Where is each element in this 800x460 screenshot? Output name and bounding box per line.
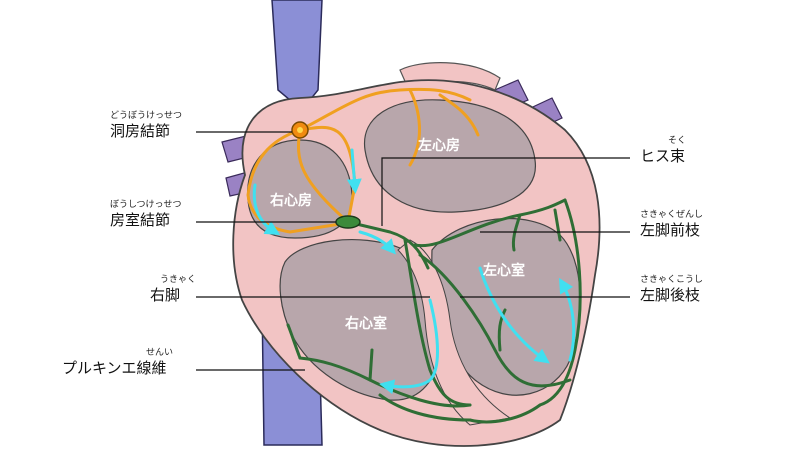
right-atrium-label: 右心房 [269, 192, 312, 209]
sa-node-callout: どうぼうけっせつ 洞房結節 [110, 112, 182, 139]
sa-node-text: 洞房結節 [110, 122, 171, 140]
his-bundle-text: ヒス束 [640, 147, 686, 165]
right-ventricle-label: 右心室 [344, 315, 387, 332]
right-bundle-callout: うきゃく 右脚 [150, 276, 196, 303]
leader-lines [196, 131, 630, 371]
av-node-text: 房室結節 [110, 211, 171, 229]
right-bundle-text: 右脚 [150, 286, 181, 304]
his-bundle-callout: そく ヒス束 [640, 137, 686, 164]
left-posterior-text: 左脚後枝 [640, 286, 701, 304]
left-anterior-ruby: さきゃくぜんし [640, 210, 704, 220]
conduction-system [286, 198, 582, 424]
vena-cava [271, 0, 323, 112]
left-anterior-callout: さきゃくぜんし 左脚前枝 [640, 211, 703, 238]
av-node [335, 215, 361, 229]
sa-node-core [297, 127, 303, 133]
left-ventricle-label: 左心室 [482, 262, 525, 279]
purkinje-callout: せんい プルキンエ線維 [62, 349, 173, 376]
purkinje-text: プルキンエ線維 [62, 359, 167, 377]
left-posterior-ruby: さきゃくこうし [640, 275, 704, 285]
conduction-flow-arrows [252, 148, 576, 395]
left-atrium-label: 左心房 [417, 137, 460, 154]
av-node-ruby: ぼうしつけっせつ [110, 200, 182, 210]
sa-node-ruby: どうぼうけっせつ [110, 111, 183, 121]
left-posterior-callout: さきゃくこうし 左脚後枝 [640, 276, 703, 303]
av-node-callout: ぼうしつけっせつ 房室結節 [110, 201, 181, 228]
his-bundle-ruby: そく [668, 136, 687, 146]
right-bundle-ruby: うきゃく [160, 275, 197, 285]
purkinje-ruby: せんい [146, 348, 174, 358]
left-anterior-text: 左脚前枝 [640, 221, 701, 239]
left-atrium-cavity [364, 99, 536, 213]
